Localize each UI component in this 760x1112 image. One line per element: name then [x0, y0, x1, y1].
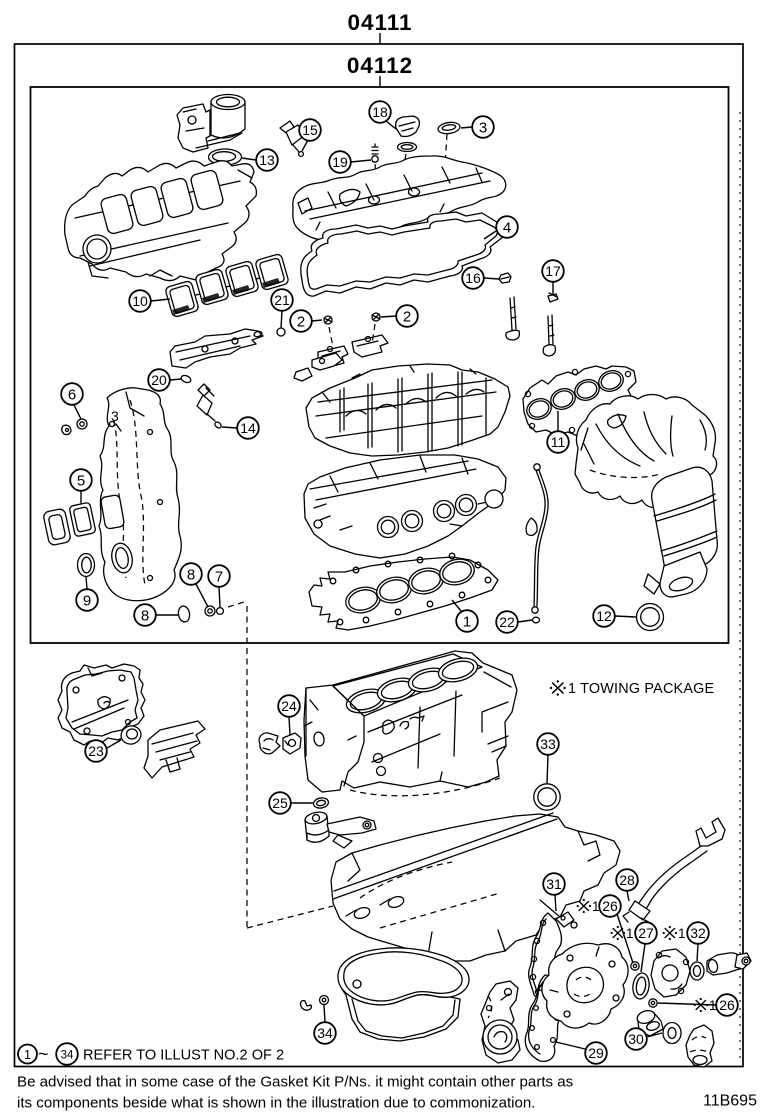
svg-text:34: 34 [317, 1025, 333, 1041]
svg-text:24: 24 [281, 698, 297, 714]
svg-text:21: 21 [274, 292, 290, 308]
svg-text:2: 2 [297, 313, 305, 330]
svg-text:11B695: 11B695 [703, 1093, 757, 1110]
svg-text:30: 30 [628, 1031, 644, 1047]
svg-text:33: 33 [540, 736, 556, 752]
svg-text:1: 1 [463, 613, 471, 630]
svg-text:04111: 04111 [347, 10, 412, 35]
svg-text:26: 26 [602, 898, 618, 914]
svg-text:14: 14 [240, 420, 256, 436]
svg-text:REFER TO ILLUST NO.2 OF 2: REFER TO ILLUST NO.2 OF 2 [83, 1048, 284, 1064]
svg-text:4: 4 [503, 219, 511, 236]
svg-text:20: 20 [151, 372, 167, 388]
svg-text:28: 28 [619, 872, 635, 888]
svg-text:12: 12 [596, 608, 612, 624]
svg-text:Be advised that in some case o: Be advised that in some case of the Gask… [17, 1074, 573, 1091]
svg-text:26: 26 [719, 997, 735, 1013]
svg-text:22: 22 [499, 614, 515, 630]
svg-text:17: 17 [545, 263, 561, 279]
svg-text:29: 29 [588, 1045, 604, 1061]
svg-text:32: 32 [690, 925, 706, 941]
svg-text:1 TOWING PACKAGE: 1 TOWING PACKAGE [568, 681, 714, 697]
svg-text:3: 3 [111, 408, 119, 424]
svg-text:9: 9 [83, 592, 91, 609]
svg-text:16: 16 [465, 270, 481, 286]
svg-text:18: 18 [372, 104, 388, 120]
svg-text:8: 8 [141, 607, 149, 624]
svg-text:19: 19 [332, 154, 348, 170]
svg-text:10: 10 [132, 293, 148, 309]
svg-text:15: 15 [302, 122, 318, 138]
svg-text:5: 5 [77, 472, 85, 489]
svg-text:13: 13 [259, 152, 275, 168]
svg-text:04112: 04112 [347, 53, 413, 78]
svg-text:34: 34 [61, 1049, 74, 1061]
svg-text:8: 8 [187, 566, 195, 583]
svg-text:6: 6 [68, 386, 76, 403]
svg-text:~: ~ [38, 1044, 49, 1064]
svg-text:2: 2 [403, 308, 411, 325]
svg-text:25: 25 [272, 795, 288, 811]
svg-text:31: 31 [546, 876, 562, 892]
svg-text:23: 23 [88, 743, 104, 759]
svg-text:7: 7 [215, 568, 223, 585]
svg-text:11: 11 [551, 434, 566, 450]
svg-text:27: 27 [638, 925, 654, 941]
svg-text:3: 3 [479, 119, 487, 136]
svg-text:1: 1 [24, 1048, 31, 1062]
svg-text:its components beside what is: its components beside what is shown in t… [17, 1095, 536, 1112]
